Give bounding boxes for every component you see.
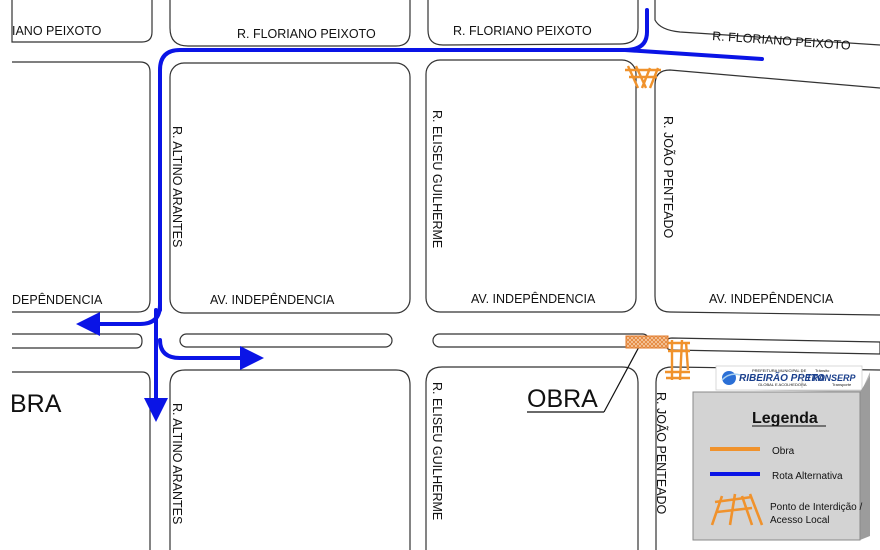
obra-leader-line: [603, 344, 641, 413]
works-area: [625, 335, 669, 349]
legend-obra-label: Obra: [772, 446, 795, 457]
route-east-arrow: [158, 338, 264, 370]
alternative-route: [76, 8, 764, 422]
legend-panel: Legenda Obra Rota Alternativa Ponto de I…: [692, 376, 870, 541]
logo-brand-text: TRANSERP: [806, 373, 857, 383]
block-bottom-left: [12, 371, 151, 550]
street-independencia-2: AV. INDEPÊNDENCIA: [471, 291, 596, 306]
obra-label-main: OBRA: [527, 385, 598, 413]
block-mid-b: [425, 59, 637, 313]
street-eliseu-top: R. ELISEU GUILHERME: [430, 110, 444, 248]
block-bottom-b: [425, 366, 639, 550]
route-main: [158, 8, 649, 312]
street-eliseu-bottom: R. ELISEU GUILHERME: [430, 382, 444, 520]
logo-background: [715, 365, 863, 391]
street-labels: IANO PEIXOTO R. FLORIANO PEIXOTO R. FLOR…: [12, 24, 851, 524]
logo-tagline-text: GLOBAL E ACOLHEDORA: [758, 382, 807, 387]
obra-label-left: BRA: [10, 390, 62, 418]
block-mid-a: [169, 62, 411, 314]
block-top-right: [654, 0, 880, 46]
block-top-a: [169, 0, 411, 47]
median-b: [432, 333, 650, 348]
route-floriano-east: [623, 48, 764, 61]
street-independencia-1: AV. INDEPÊNDENCIA: [210, 292, 335, 307]
legend-background: [692, 391, 861, 541]
street-independencia-left: DEPÊNDENCIA: [12, 292, 103, 307]
median-left: [12, 333, 143, 349]
legend-ponto-label-line1: Ponto de Interdição /: [770, 502, 863, 513]
logo-brand-bottom-text: Transporte: [832, 382, 852, 387]
street-altino-bottom: R. ALTINO ARANTES: [170, 403, 184, 524]
median-a: [179, 333, 393, 348]
block-top-b: [427, 0, 639, 46]
legend-barrier-icon: [710, 493, 764, 526]
logo-prefecture-text: PREFEITURA MUNICIPAL DE: [752, 368, 807, 373]
block-mid-right: [654, 69, 880, 316]
block-top-left: [11, 0, 153, 43]
route-west-arrow: [76, 303, 162, 336]
legend-shadow: [860, 376, 870, 540]
street-independencia-3: AV. INDEPÊNDENCIA: [709, 291, 834, 306]
street-floriano-left: IANO PEIXOTO: [12, 24, 102, 38]
logo-swoosh-icon: [721, 373, 741, 381]
street-floriano-1: R. FLORIANO PEIXOTO: [237, 27, 376, 41]
legend-title: Legenda: [752, 410, 818, 427]
barrier-top-icon: [625, 65, 661, 89]
legend-rota-label: Rota Alternativa: [772, 471, 843, 482]
logo-city-text: RIBEIRÃO PRETO: [739, 371, 825, 384]
median-right: [665, 337, 880, 355]
street-joao-bottom: R. JOÃO PENTEADO: [654, 392, 668, 515]
block-mid-left: [12, 61, 151, 313]
logo-brand-top-text: Trânsito: [815, 368, 830, 373]
legend-ponto-label-line2: Acesso Local: [770, 515, 829, 526]
street-joao-top: R. JOÃO PENTEADO: [661, 116, 675, 239]
street-altino-top: R. ALTINO ARANTES: [170, 126, 184, 247]
logo-banner: PREFEITURA MUNICIPAL DE RIBEIRÃO PRETO G…: [712, 365, 870, 392]
street-floriano-2: R. FLORIANO PEIXOTO: [453, 24, 592, 38]
barrier-bottom-icon: [665, 339, 690, 381]
block-bottom-a: [169, 369, 411, 550]
